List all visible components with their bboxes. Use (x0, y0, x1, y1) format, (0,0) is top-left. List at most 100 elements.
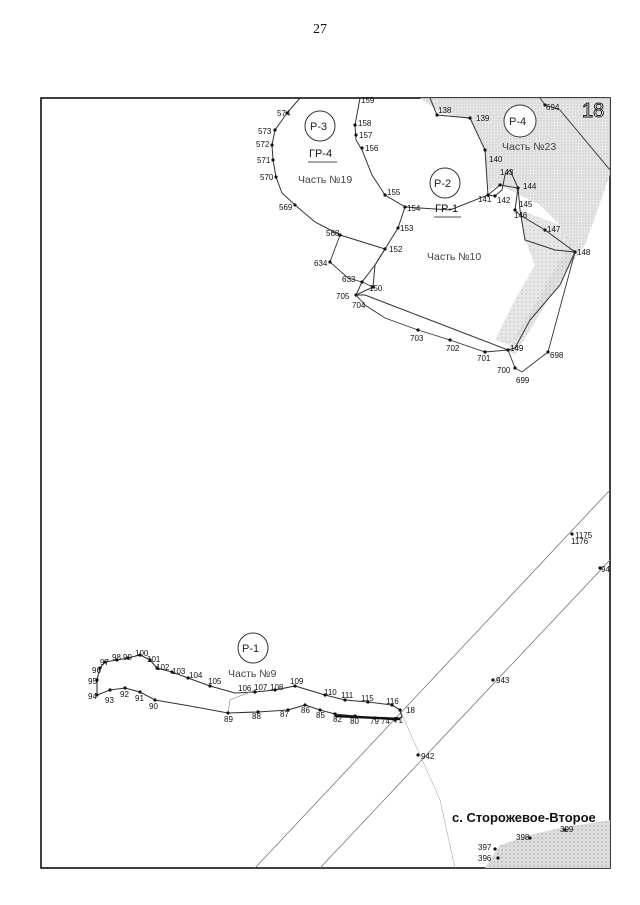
point-label: 94 (601, 565, 610, 574)
point-label: 94 (88, 692, 97, 701)
point-label: 103 (172, 667, 186, 676)
point-label: 148 (577, 248, 591, 257)
point-label: 152 (389, 245, 403, 254)
zone-p1-part: Часть №9 (228, 668, 277, 680)
point-label: 156 (365, 144, 379, 153)
point-label: 89 (224, 715, 233, 724)
zone-634-parcel (329, 234, 374, 288)
zone-p2-boundary (364, 184, 576, 351)
road-p1-segment (334, 714, 401, 721)
point-label: 705 (336, 292, 350, 301)
point-label: 942 (421, 752, 435, 761)
point-label: 158 (358, 119, 372, 128)
sheet-number: 18 (582, 100, 604, 122)
point-label: 71 (394, 716, 403, 725)
point-label: 155 (387, 188, 401, 197)
point-label: 568 (326, 229, 340, 238)
zone-p4-boundary (429, 98, 576, 253)
point-label: 145 (519, 200, 533, 209)
point-label: 79 (370, 717, 379, 726)
point-label: 99 (123, 653, 132, 662)
point-label: 396 (478, 854, 492, 863)
point-label: 115 (361, 694, 374, 703)
point-label: 88 (252, 712, 261, 721)
point-label: 82 (333, 715, 342, 724)
point-label: 154 (407, 204, 421, 213)
point-label: 85 (316, 711, 325, 720)
point-label: 574 (277, 109, 291, 118)
road-line-1 (254, 489, 610, 868)
point-label: 104 (189, 671, 203, 680)
zone-p2-circle (429, 167, 461, 199)
point-label: 111 (341, 691, 354, 700)
point-label: 80 (350, 717, 359, 726)
zone-p2-part: Часть №10 (427, 251, 481, 263)
point-label: 110 (324, 688, 337, 697)
point-label: 107 (254, 683, 268, 692)
settlement-name: с. Сторожевое-Второе (452, 810, 596, 825)
point-label: 157 (359, 131, 373, 140)
point-label: 398 (516, 833, 530, 842)
point-label: 74 (381, 717, 390, 726)
point-label: 105 (208, 677, 222, 686)
point-label: 18 (406, 706, 415, 715)
point-label: 143 (500, 168, 514, 177)
point-label: 108 (270, 683, 284, 692)
zone-p4-top (539, 98, 610, 171)
point-label: 139 (476, 114, 490, 123)
point-label: 573 (258, 127, 272, 136)
point-label: 699 (516, 376, 530, 385)
zone-p4-circle (503, 104, 537, 138)
zone-p3-group: ГР-4 (309, 148, 332, 160)
zone-p2-label: Р-2 (434, 178, 451, 190)
point-label: 146 (514, 211, 528, 220)
point-label: 96 (92, 666, 101, 675)
point-label: 572 (256, 140, 270, 149)
point-label: 100 (135, 649, 149, 658)
point-label: 98 (112, 653, 121, 662)
point-label: 943 (496, 676, 510, 685)
point-label: 569 (279, 203, 293, 212)
point-label: 701 (477, 354, 491, 363)
point-label: 91 (135, 694, 144, 703)
point-label: 90 (149, 702, 158, 711)
point-label: 704 (352, 301, 366, 310)
point-label: 141 (478, 195, 492, 204)
zone-p4-shading (420, 98, 610, 355)
zone-p1-label: Р-1 (242, 643, 259, 655)
point-labels: 574 573 572 571 570 569 568 634 633 705 … (88, 96, 610, 863)
point-label: 106 (238, 684, 252, 693)
survey-points (95, 103, 602, 860)
zone-p1-circle (237, 632, 269, 664)
point-label: 634 (314, 259, 328, 268)
point-label: 102 (156, 663, 170, 672)
boundary-line-942 (399, 709, 456, 868)
point-label: 149 (510, 344, 524, 353)
point-label: 159 (361, 96, 375, 105)
point-label: 144 (523, 182, 537, 191)
point-label: 95 (88, 677, 97, 686)
point-label: 153 (400, 224, 414, 233)
point-label: 93 (105, 696, 114, 705)
point-label: 571 (257, 156, 271, 165)
point-label: 399 (560, 825, 574, 834)
point-label: 1176 (571, 537, 589, 546)
zone-p2-shading (495, 210, 575, 345)
point-label: 109 (290, 677, 304, 686)
zone-p1-connector (227, 689, 256, 714)
point-label: 694 (546, 103, 560, 112)
zone-p3-circle (304, 110, 336, 142)
point-label: 698 (550, 351, 564, 360)
zone-p3-part: Часть №19 (298, 174, 352, 186)
zone-p3-inner (354, 98, 406, 250)
point-label: 87 (280, 710, 289, 719)
point-label: 633 (342, 275, 356, 284)
point-label: 570 (260, 173, 274, 182)
map-frame (40, 97, 611, 869)
point-label: 92 (120, 690, 129, 699)
zone-p2-group: ГР-1 (435, 203, 458, 215)
zone-p4-label: Р-4 (509, 116, 526, 128)
point-label: 116 (386, 697, 399, 706)
point-label: 138 (438, 106, 452, 115)
